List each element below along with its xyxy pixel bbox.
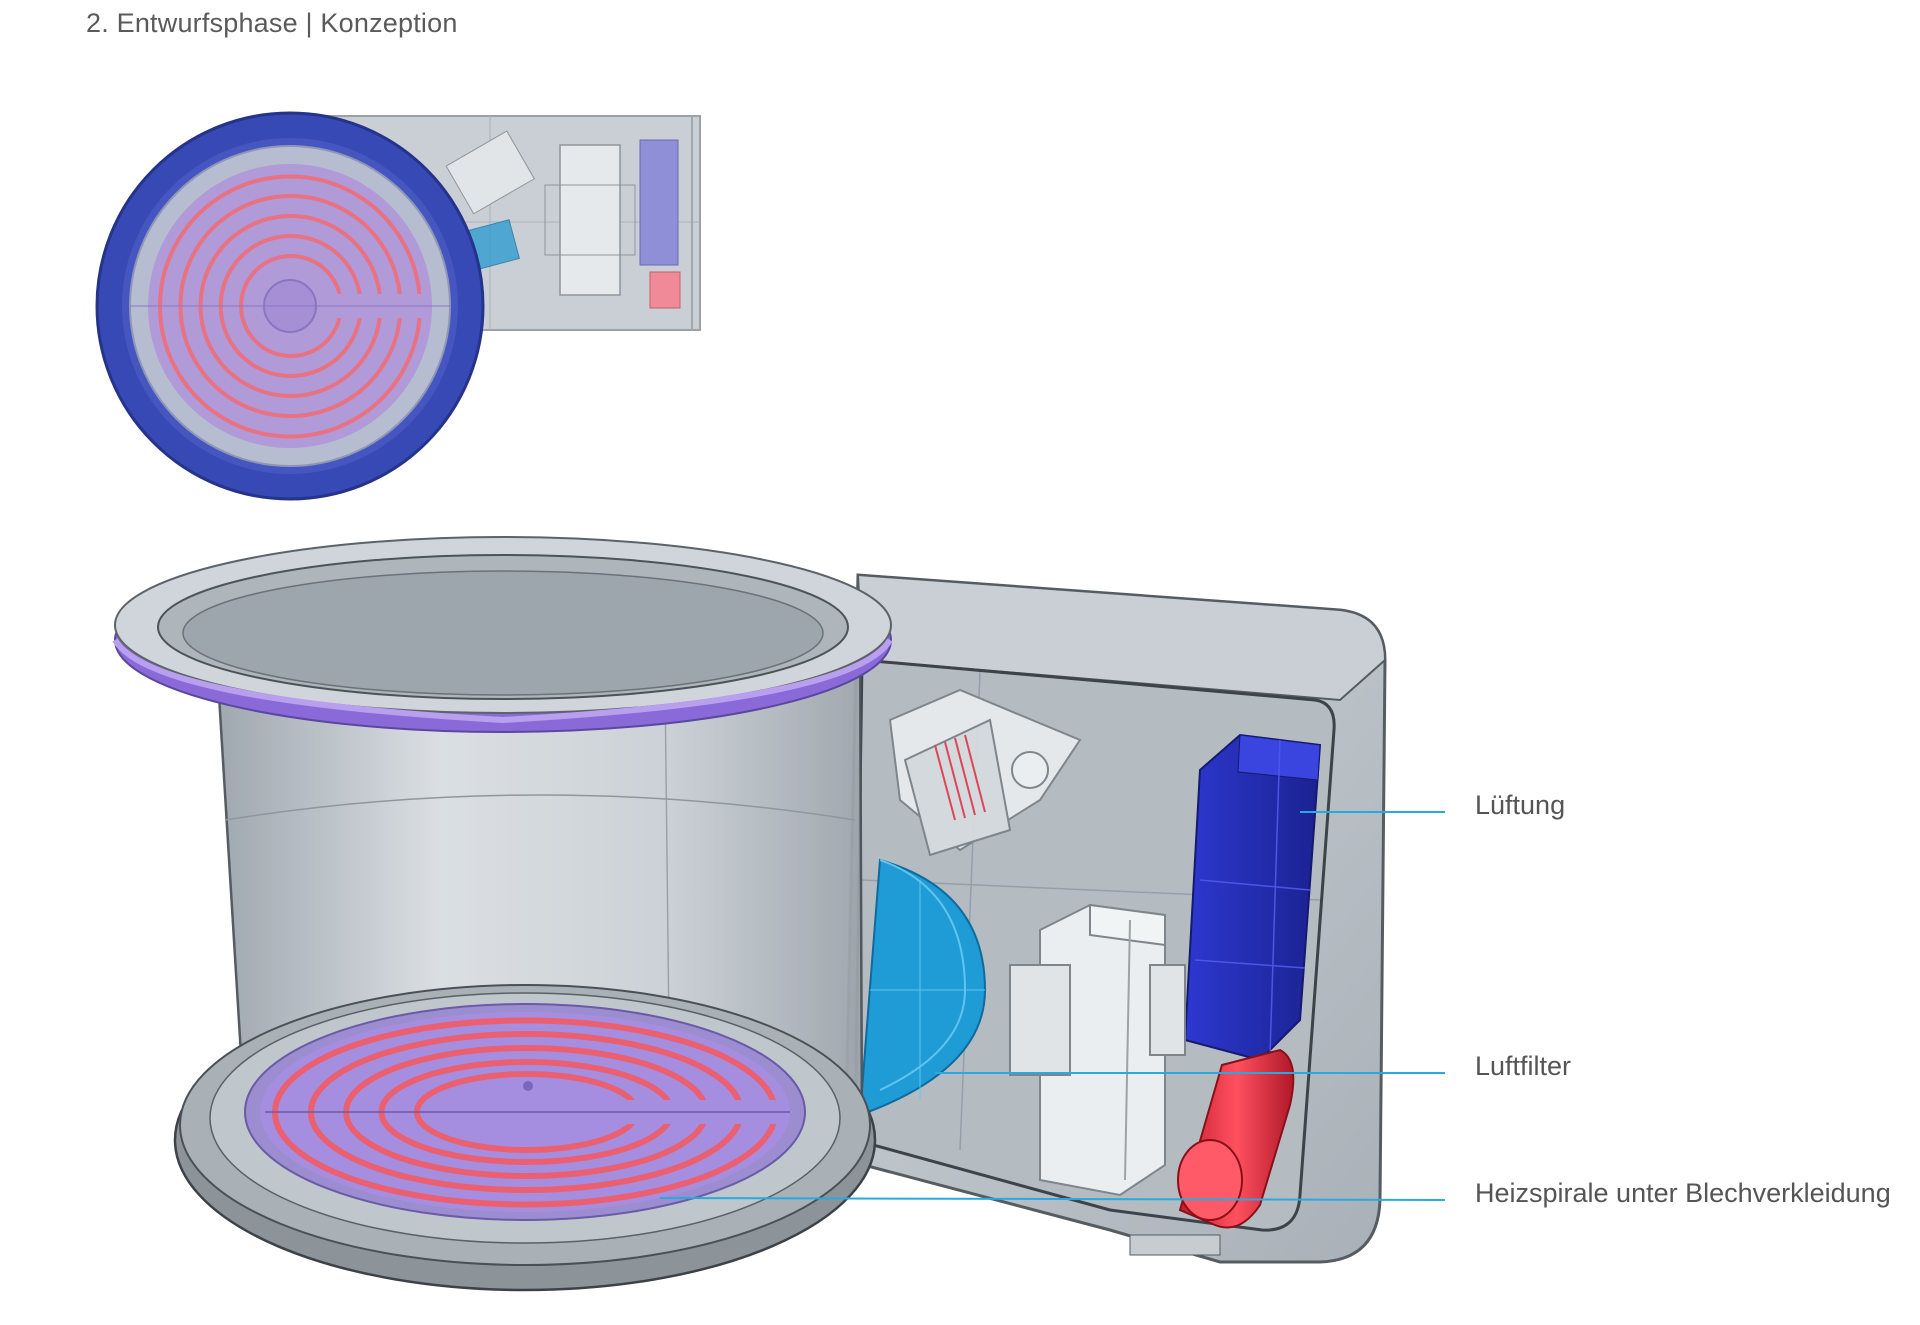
chamber-top-rim <box>112 536 893 733</box>
transformer-lower <box>1009 903 1186 1197</box>
callout-label-heizspirale: Heizspirale unter Blechverkleidung <box>1475 1178 1891 1208</box>
air-filter <box>858 858 987 1117</box>
top-view-transformer <box>559 144 621 296</box>
top-view-heater-element <box>649 271 681 309</box>
callout-lines <box>659 811 1446 1201</box>
callout-line-heizspirale <box>659 1197 1446 1201</box>
callout-label-luftfilter: Luftfilter <box>1475 1051 1572 1081</box>
isometric-view <box>112 536 1387 1292</box>
top-view-fan <box>639 139 679 266</box>
top-view <box>95 111 701 501</box>
chamber-bottom-plate <box>173 984 877 1292</box>
callout-label-lueftung: Lüftung <box>1475 790 1566 820</box>
transformer-upper <box>888 688 1082 857</box>
page-title: 2. Entwurfsphase | Konzeption <box>86 8 458 38</box>
top-view-pump <box>445 130 535 215</box>
fan-unit <box>1183 733 1322 1062</box>
